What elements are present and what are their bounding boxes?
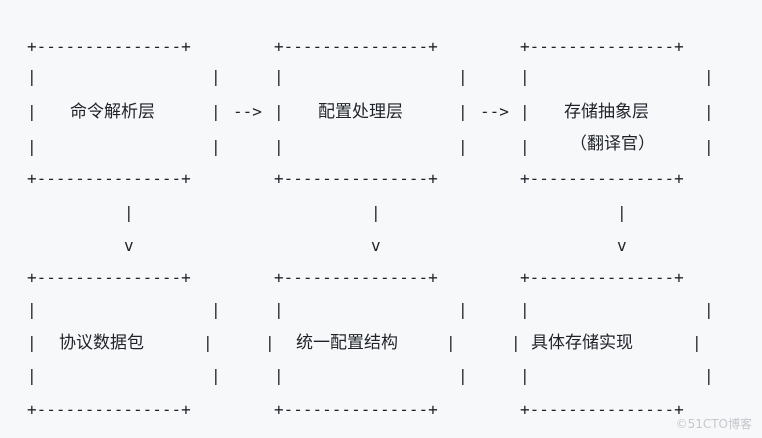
box-side-right: | — [211, 137, 221, 156]
box-side-right: | — [211, 366, 221, 385]
box-side-left: | — [520, 67, 530, 86]
box-border-top: +---------------+ — [274, 37, 438, 56]
box-label-config-processor: 配置处理层 — [318, 102, 403, 122]
box-label-unified-config: 统一配置结构 — [296, 333, 398, 353]
box-sublabel-translator: （翻译官） — [570, 134, 655, 154]
box-side-right: | — [704, 102, 714, 121]
box-side-left: | — [274, 137, 284, 156]
arrow-down-head: v — [371, 236, 381, 255]
box-border-top: +---------------+ — [520, 37, 684, 56]
arrow-down-head: v — [617, 236, 627, 255]
box-label-protocol-packet: 协议数据包 — [59, 333, 144, 353]
box-side-right: | — [211, 102, 221, 121]
watermark: ©51CTO博客 — [675, 417, 752, 431]
arrow-down-head: v — [124, 236, 134, 255]
arrow-right: --> — [480, 102, 509, 121]
box-border-bottom: +---------------+ — [274, 169, 438, 188]
box-side-left: | — [27, 300, 37, 319]
box-label-command-parser: 命令解析层 — [70, 102, 155, 122]
box-side-right: | — [458, 300, 468, 319]
box-side-right: | — [211, 300, 221, 319]
box-side-right: | — [458, 366, 468, 385]
box-side-right: | — [458, 102, 468, 121]
box-side-left: | — [520, 102, 530, 121]
box-side-left: | — [27, 102, 37, 121]
box-side-left: | — [27, 67, 37, 86]
box-side-right: | — [704, 67, 714, 86]
arrow-right: --> — [233, 102, 262, 121]
box-side-left: | — [274, 300, 284, 319]
box-border-top: +---------------+ — [27, 268, 191, 287]
box-side-right: | — [458, 67, 468, 86]
box-side-left: | — [274, 102, 284, 121]
box-side-left: | — [520, 137, 530, 156]
box-border-top: +---------------+ — [520, 268, 684, 287]
box-border-top: +---------------+ — [274, 268, 438, 287]
arrow-down-stem: | — [371, 203, 381, 222]
box-side-right: | — [458, 137, 468, 156]
box-border-bottom: +---------------+ — [520, 400, 684, 419]
arrow-down-stem: | — [124, 203, 134, 222]
box-side-left: | — [27, 366, 37, 385]
box-side-left: | — [520, 300, 530, 319]
box-side-left: | — [520, 366, 530, 385]
box-side-left: | — [27, 333, 37, 352]
box-side-right: | — [203, 333, 213, 352]
box-border-bottom: +---------------+ — [27, 400, 191, 419]
box-label-storage-abstraction: 存储抽象层 — [564, 102, 649, 122]
box-side-left: | — [511, 333, 521, 352]
box-side-right: | — [704, 300, 714, 319]
box-side-right: | — [692, 333, 702, 352]
box-label-concrete-storage: 具体存储实现 — [531, 333, 633, 353]
box-border-top: +---------------+ — [27, 37, 191, 56]
box-side-left: | — [274, 366, 284, 385]
box-side-left: | — [265, 333, 275, 352]
box-side-right: | — [211, 67, 221, 86]
arrow-down-stem: | — [617, 203, 627, 222]
box-side-right: | — [704, 137, 714, 156]
box-side-left: | — [274, 67, 284, 86]
box-side-right: | — [704, 366, 714, 385]
box-border-bottom: +---------------+ — [274, 400, 438, 419]
box-border-bottom: +---------------+ — [27, 169, 191, 188]
box-side-right: | — [446, 333, 456, 352]
box-border-bottom: +---------------+ — [520, 169, 684, 188]
box-side-left: | — [27, 137, 37, 156]
